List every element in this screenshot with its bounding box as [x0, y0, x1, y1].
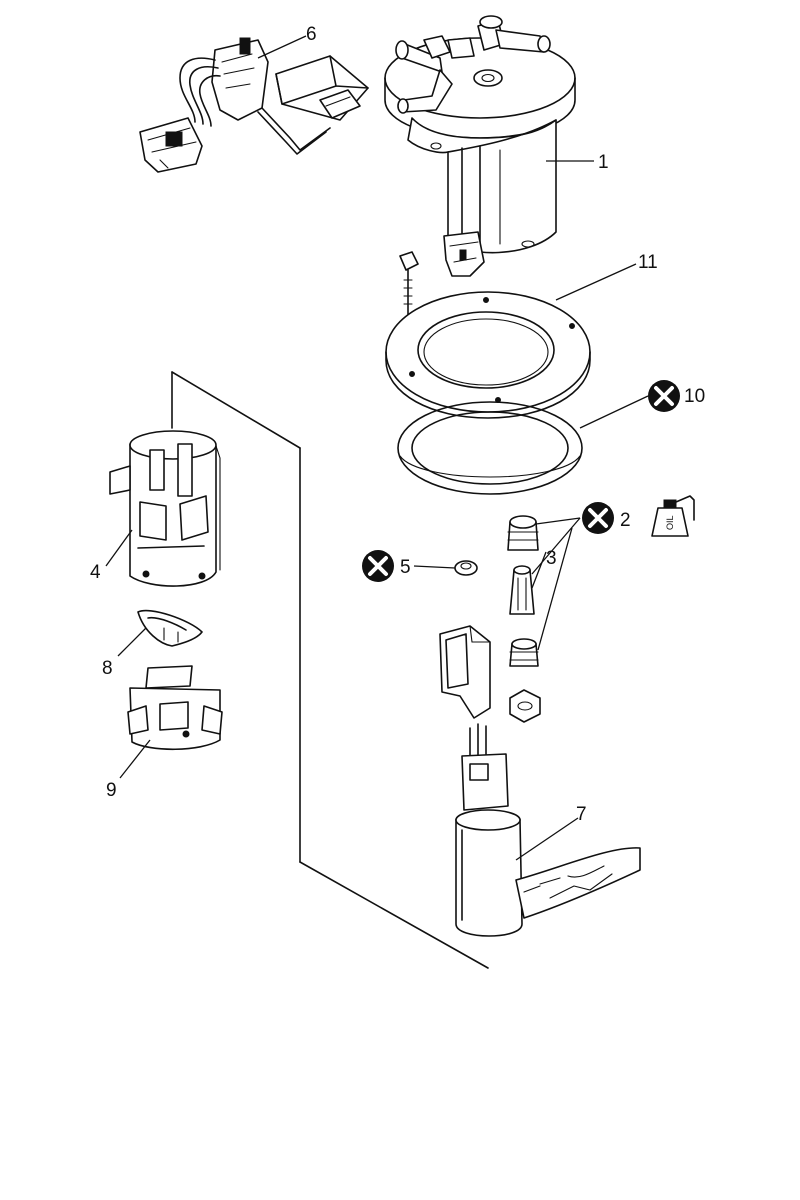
- callout-3: 3: [546, 548, 557, 569]
- callout-labels: 1 2 3 4 5 6 7 8 9 10 11: [90, 24, 705, 825]
- part-6-wiring-harness: [139, 37, 369, 173]
- part-3-fuel-filter: [507, 515, 541, 723]
- leader-lines: [105, 35, 649, 861]
- callout-8: 8: [102, 658, 113, 679]
- callout-6: 6: [306, 24, 317, 45]
- pump-retainer-bracket: [439, 625, 491, 719]
- callout-10: 10: [684, 386, 705, 407]
- x-circle-icon: [582, 502, 614, 534]
- oil-can-icon: OIL: [651, 495, 695, 537]
- part-7-fuel-pump: [455, 723, 641, 937]
- part-10-seal-ring: [397, 401, 583, 495]
- assembly-frame-lines: [171, 371, 489, 969]
- oil-label: OIL: [665, 515, 675, 530]
- part-9-lower-bracket: [127, 665, 223, 751]
- x-circle-icon: [362, 550, 394, 582]
- part-4-pump-holder: [109, 430, 221, 587]
- part-1-pump-housing: [384, 15, 576, 277]
- callout-9: 9: [106, 780, 117, 801]
- callout-4: 4: [90, 562, 101, 583]
- callout-11: 11: [638, 252, 658, 273]
- callout-2: 2: [620, 510, 631, 531]
- part-11-mounting-ring: [385, 251, 591, 419]
- callout-5: 5: [400, 557, 411, 578]
- callout-1: 1: [598, 152, 609, 173]
- part-5-small-seal: [454, 560, 478, 576]
- part-8-clip: [137, 609, 203, 647]
- x-circle-icon: [648, 380, 680, 412]
- callout-7: 7: [576, 804, 587, 825]
